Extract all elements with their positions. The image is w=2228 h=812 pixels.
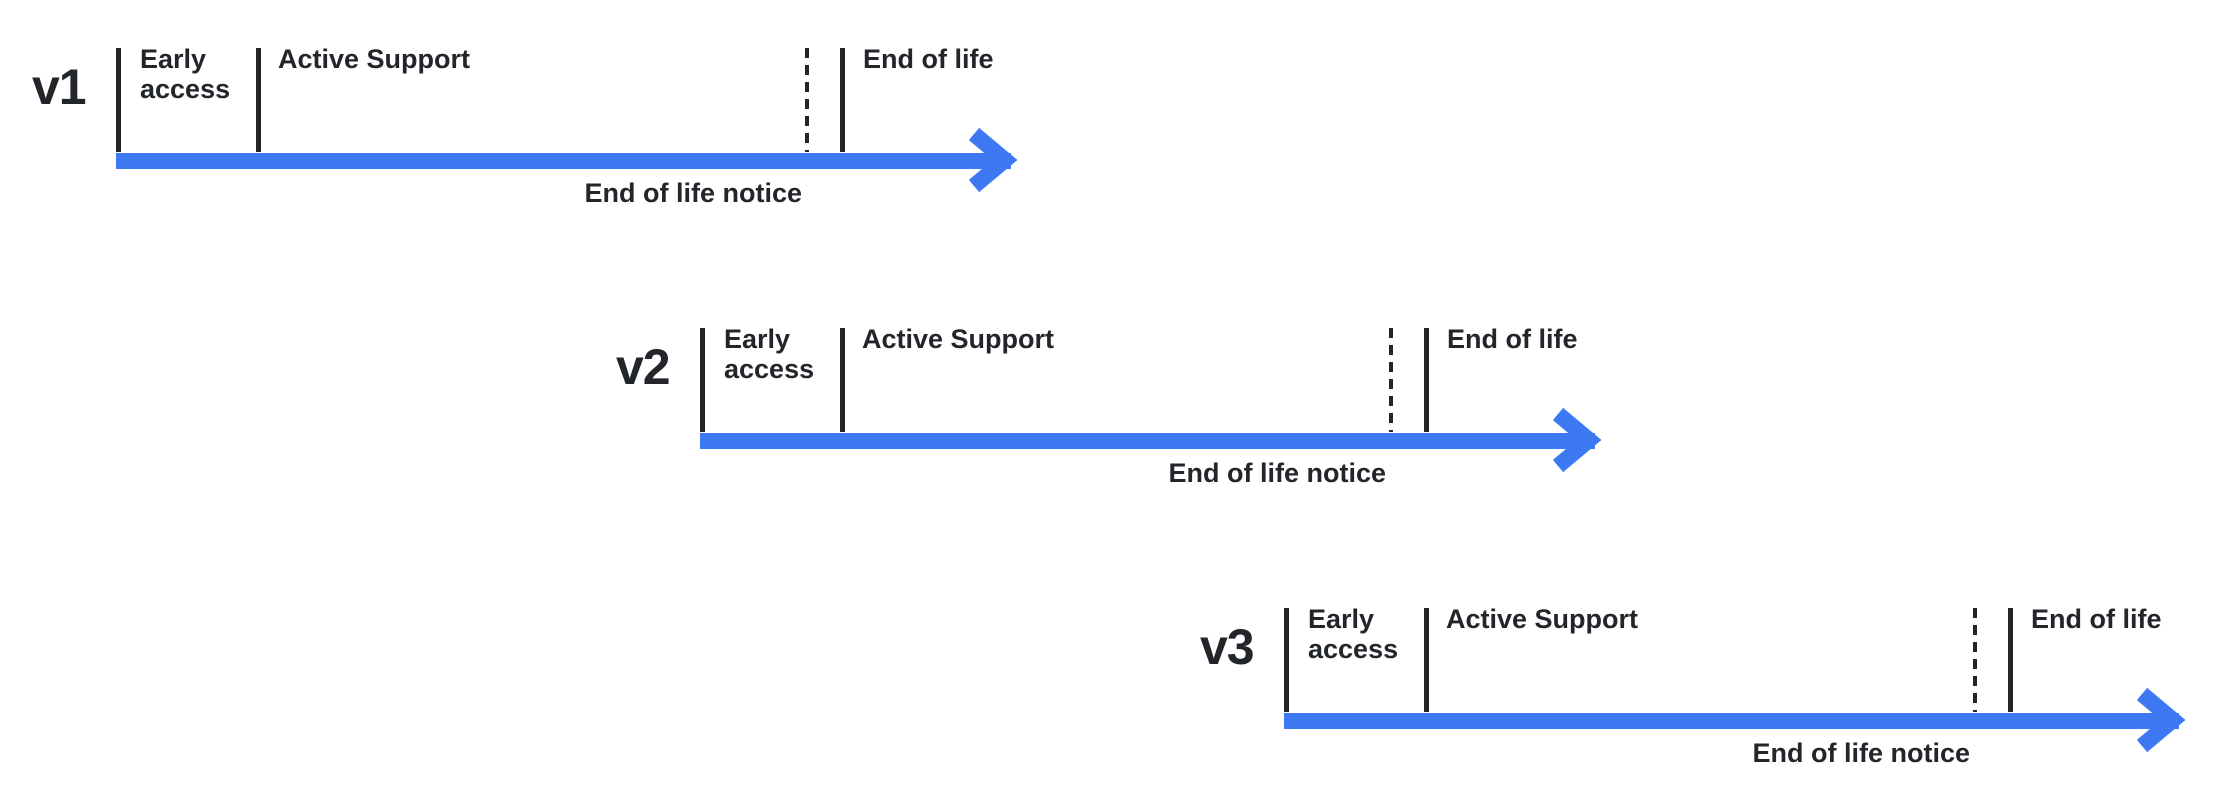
end-of-life-tick bbox=[840, 48, 845, 152]
timeline-row-v3: v3 Early access Active Support End of li… bbox=[1200, 604, 2214, 778]
active-support-label: Active Support bbox=[862, 324, 1055, 354]
end-of-life-notice-label: End of life notice bbox=[584, 178, 802, 208]
end-of-life-label: End of life bbox=[2031, 604, 2162, 634]
early-access-label: Early access bbox=[140, 44, 231, 104]
end-of-life-notice-dashed-line bbox=[1389, 328, 1393, 432]
timeline-arrowhead-icon bbox=[2136, 687, 2186, 753]
end-of-life-notice-dashed-line bbox=[805, 48, 809, 152]
active-support-start-tick bbox=[1424, 608, 1429, 712]
version-label: v2 bbox=[616, 339, 671, 395]
timeline-row-v1: v1 Early access Active Support End of li… bbox=[32, 44, 1046, 218]
early-access-label: Early access bbox=[1308, 604, 1399, 664]
timeline-arrowhead-icon bbox=[1552, 407, 1602, 473]
early-access-start-tick bbox=[1284, 608, 1289, 712]
active-support-start-tick bbox=[840, 328, 845, 432]
timeline-bar bbox=[116, 153, 1011, 169]
end-of-life-tick bbox=[1424, 328, 1429, 432]
early-access-start-tick bbox=[116, 48, 121, 152]
early-access-start-tick bbox=[700, 328, 705, 432]
timeline-bar bbox=[1284, 713, 2179, 729]
end-of-life-tick bbox=[2008, 608, 2013, 712]
timeline-row-v2: v2 Early access Active Support End of li… bbox=[616, 324, 1630, 498]
end-of-life-notice-dashed-line bbox=[1973, 608, 1977, 712]
active-support-label: Active Support bbox=[278, 44, 471, 74]
version-label: v3 bbox=[1200, 619, 1255, 675]
version-label: v1 bbox=[32, 59, 87, 115]
timeline-bar bbox=[700, 433, 1595, 449]
active-support-label: Active Support bbox=[1446, 604, 1639, 634]
early-access-label: Early access bbox=[724, 324, 815, 384]
end-of-life-label: End of life bbox=[1447, 324, 1578, 354]
end-of-life-notice-label: End of life notice bbox=[1168, 458, 1386, 488]
timeline-arrowhead-icon bbox=[968, 127, 1018, 193]
end-of-life-label: End of life bbox=[863, 44, 994, 74]
active-support-start-tick bbox=[256, 48, 261, 152]
end-of-life-notice-label: End of life notice bbox=[1752, 738, 1970, 768]
